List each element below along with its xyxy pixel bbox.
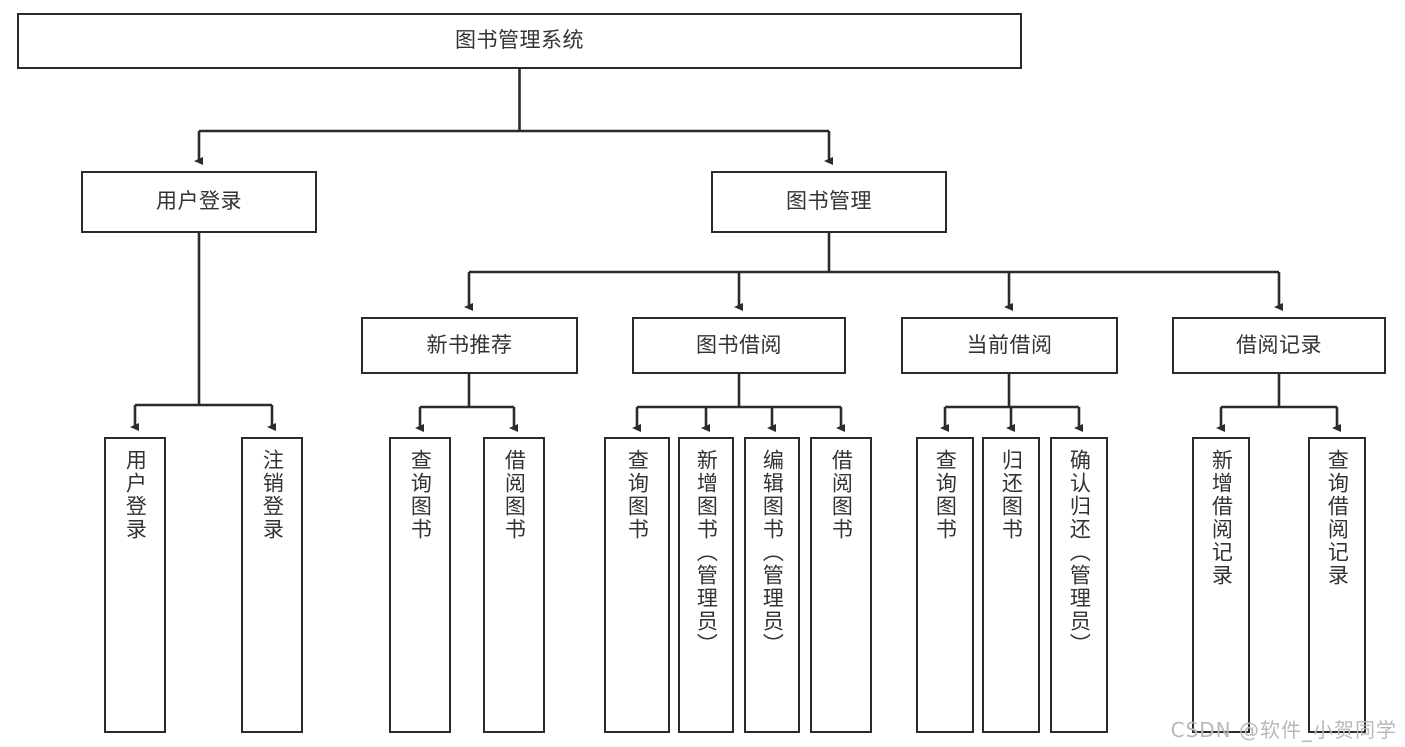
node-root-book-management-system[interactable]: 图书管理系统: [17, 13, 1022, 69]
node-label: 用户登录: [123, 449, 148, 541]
node-label: 新书推荐: [426, 332, 513, 357]
node-leaf-query-book-3[interactable]: 查询图书: [916, 437, 974, 733]
node-user-login[interactable]: 用户登录: [81, 171, 317, 233]
csdn-watermark: CSDN @软件_小贺同学: [1170, 718, 1397, 742]
node-label: 查询借阅记录: [1325, 449, 1350, 587]
node-leaf-confirm-return-admin[interactable]: 确认归还（管理员）: [1050, 437, 1108, 733]
node-label: 借阅图书: [502, 449, 527, 541]
node-label: 借阅记录: [1236, 332, 1322, 357]
node-leaf-edit-book-admin[interactable]: 编辑图书（管理员）: [744, 437, 800, 733]
node-label: 新增借阅记录: [1209, 449, 1234, 587]
node-label: 查询图书: [933, 449, 958, 541]
node-label: 归还图书: [999, 449, 1024, 541]
node-leaf-logout-login[interactable]: 注销登录: [241, 437, 303, 733]
node-leaf-add-borrow-record[interactable]: 新增借阅记录: [1192, 437, 1250, 733]
node-borrow-record[interactable]: 借阅记录: [1172, 317, 1386, 374]
node-leaf-user-login[interactable]: 用户登录: [104, 437, 166, 733]
node-leaf-borrow-book-1[interactable]: 借阅图书: [483, 437, 545, 733]
node-leaf-return-book[interactable]: 归还图书: [982, 437, 1040, 733]
node-leaf-query-borrow-record[interactable]: 查询借阅记录: [1308, 437, 1366, 733]
node-label: 借阅图书: [829, 449, 854, 541]
node-leaf-borrow-book-2[interactable]: 借阅图书: [810, 437, 872, 733]
node-leaf-add-book-admin[interactable]: 新增图书（管理员）: [678, 437, 734, 733]
node-book-manage[interactable]: 图书管理: [711, 171, 947, 233]
node-label: 图书借阅: [696, 332, 782, 357]
node-label: 编辑图书（管理员）: [760, 449, 785, 656]
node-label: 用户登录: [156, 189, 242, 214]
node-label: 图书管理: [786, 189, 872, 214]
node-label: 确认归还（管理员）: [1067, 449, 1092, 656]
node-new-book-recommend[interactable]: 新书推荐: [361, 317, 578, 374]
node-label: 图书管理系统: [455, 28, 584, 53]
node-label: 当前借阅: [966, 332, 1053, 357]
node-label: 新增图书（管理员）: [694, 449, 719, 656]
node-current-borrow[interactable]: 当前借阅: [901, 317, 1118, 374]
node-leaf-query-book-1[interactable]: 查询图书: [389, 437, 451, 733]
node-label: 查询图书: [408, 449, 433, 541]
node-leaf-query-book-2[interactable]: 查询图书: [604, 437, 670, 733]
node-label: 注销登录: [260, 449, 285, 541]
node-book-borrow[interactable]: 图书借阅: [632, 317, 846, 374]
node-label: 查询图书: [625, 449, 650, 541]
